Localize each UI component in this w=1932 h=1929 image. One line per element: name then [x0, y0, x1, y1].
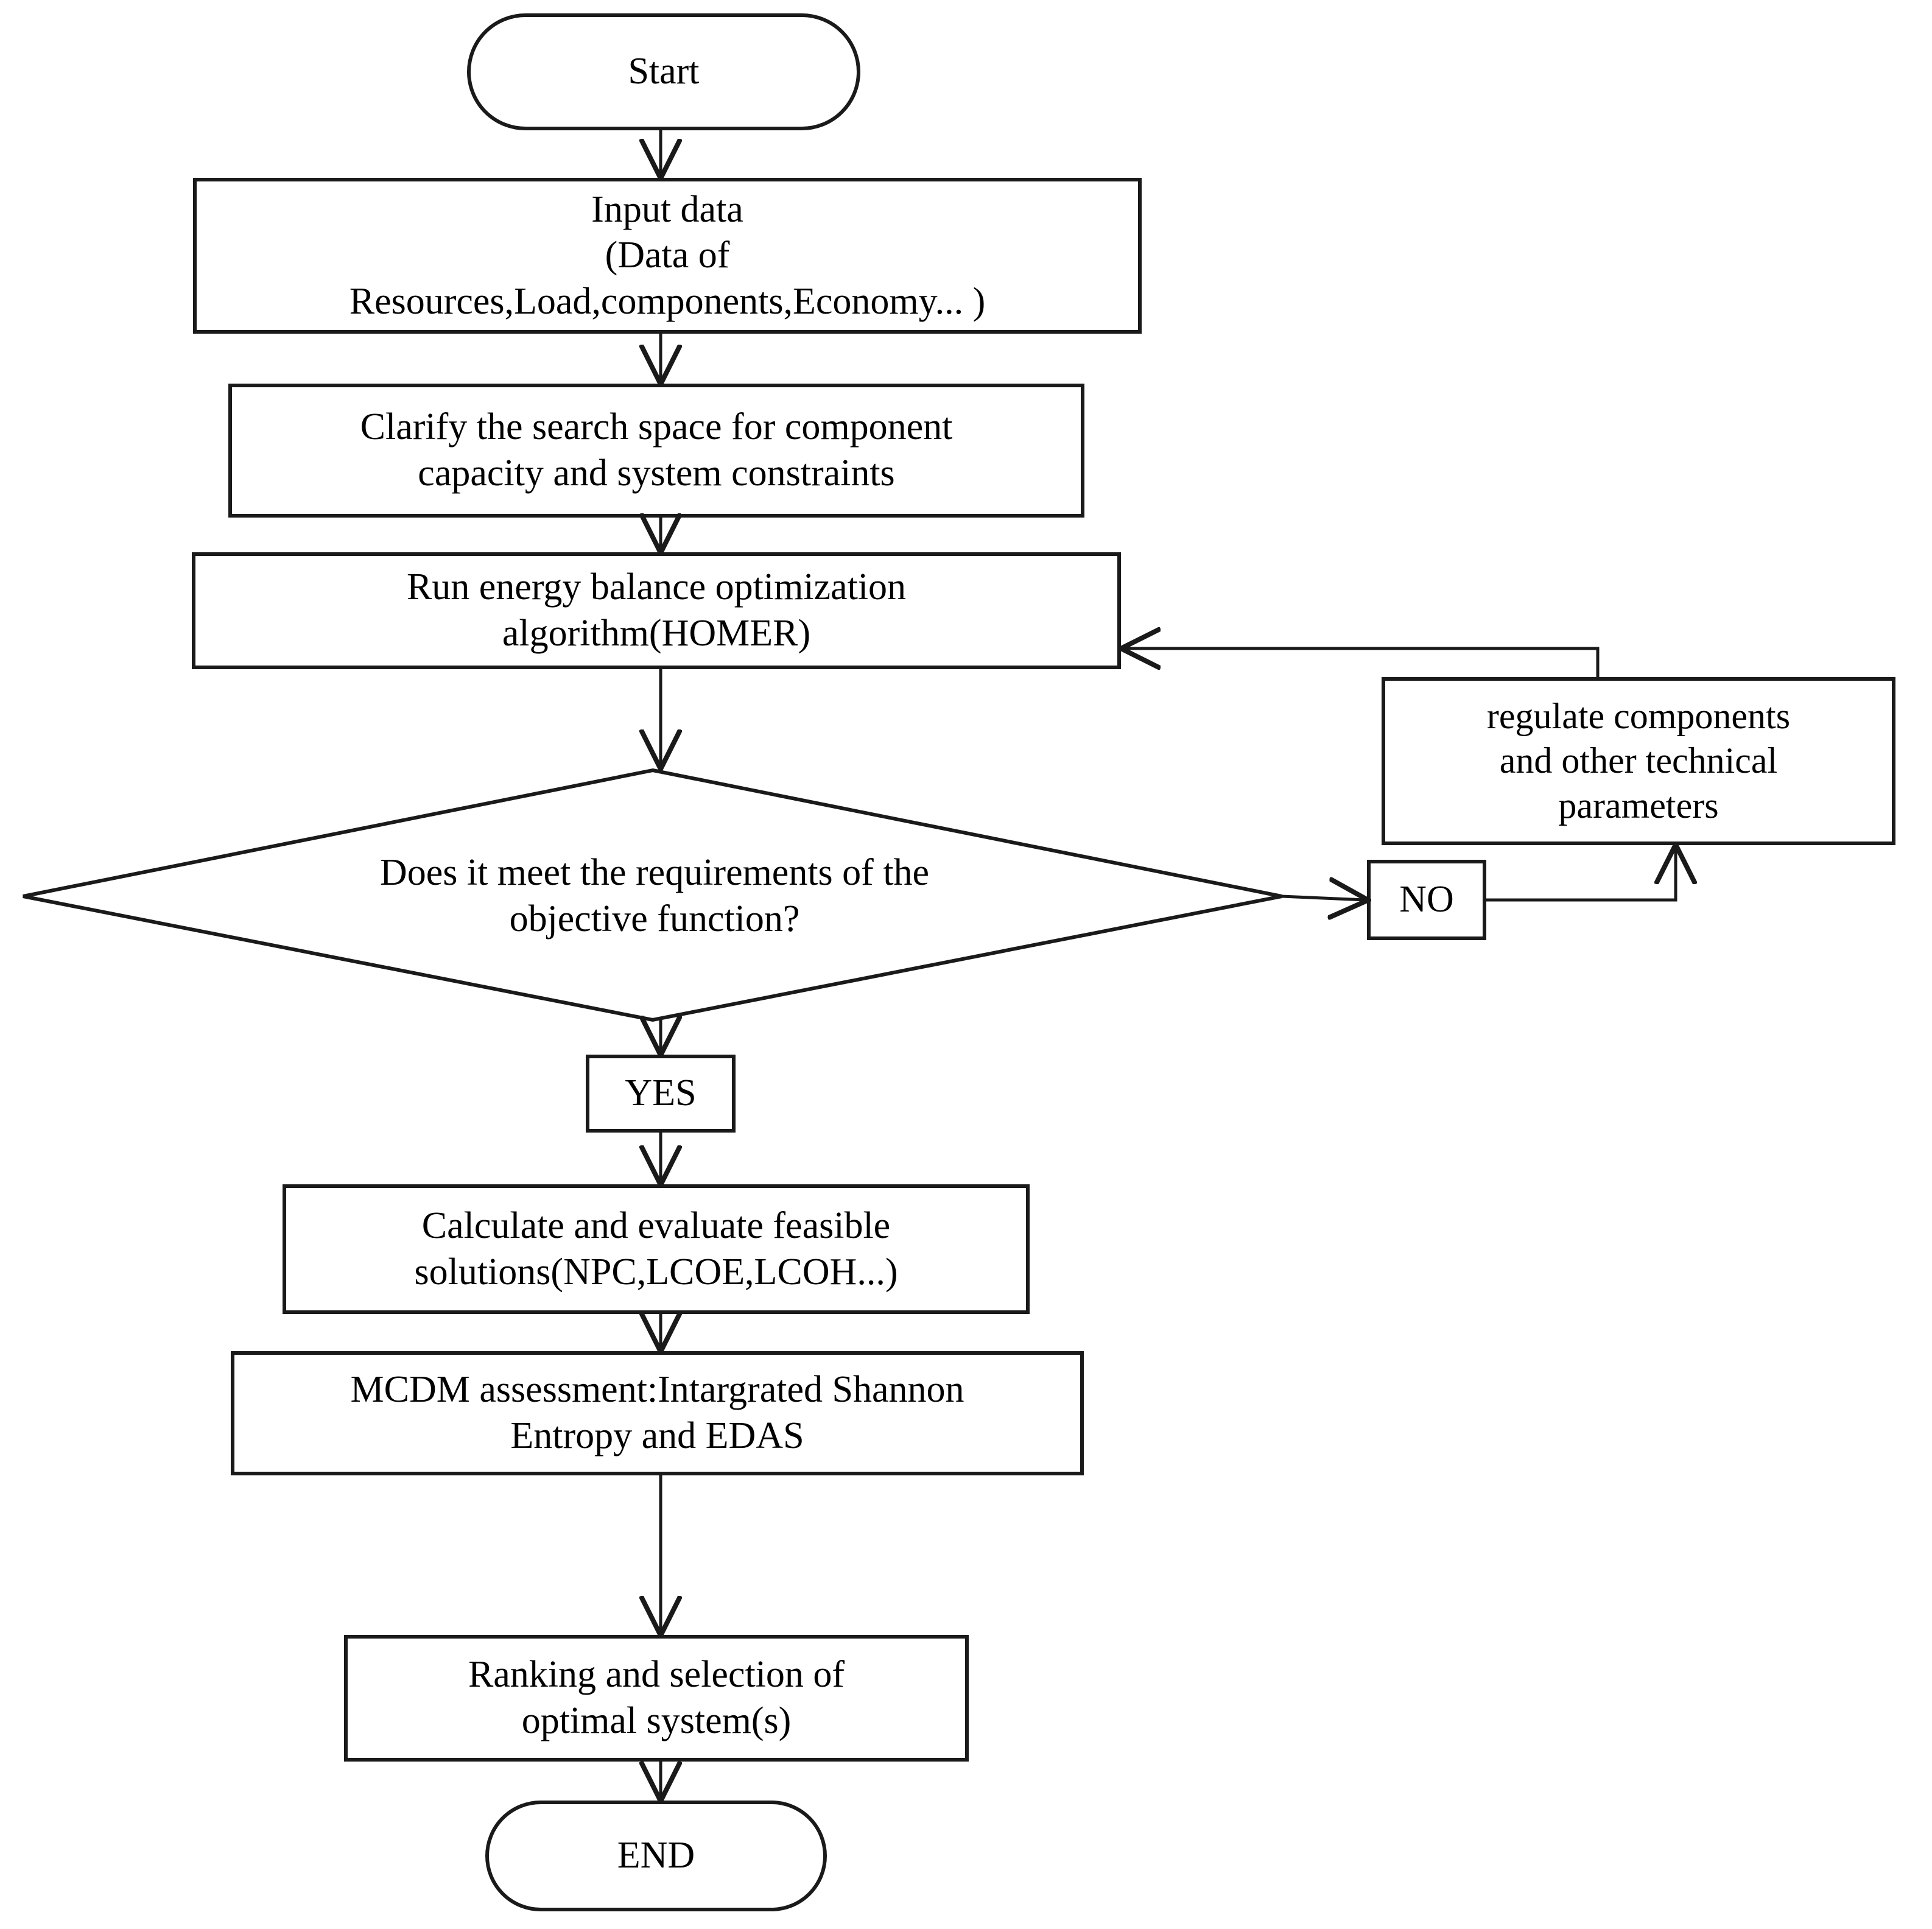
node-input-data-shape [193, 178, 1142, 334]
node-input-data[interactable] [195, 180, 1140, 332]
node-regulate-components[interactable] [1383, 679, 1894, 843]
node-mcdm-assessment-shape [231, 1351, 1084, 1475]
node-run-energy-balance[interactable] [194, 554, 1119, 667]
node-ranking-selection[interactable] [346, 1637, 967, 1760]
edge-no-to-regulate [1484, 848, 1676, 902]
node-end[interactable] [487, 1802, 825, 1910]
node-no-label-shape [1367, 860, 1486, 940]
edge-decision-to-no [1281, 896, 1365, 900]
edge-regulate-to-run-energy [1124, 648, 1600, 679]
node-mcdm-assessment[interactable] [233, 1353, 1082, 1474]
node-run-energy-balance-shape [192, 552, 1121, 669]
node-yes-label[interactable] [588, 1056, 734, 1131]
node-no-label[interactable] [1369, 862, 1484, 938]
node-calculate-evaluate-shape [283, 1184, 1030, 1314]
node-objective-decision[interactable] [23, 770, 1282, 1020]
node-clarify-search-space[interactable] [230, 385, 1083, 516]
node-regulate-components-shape [1382, 677, 1895, 845]
node-calculate-evaluate[interactable] [284, 1186, 1028, 1312]
node-ranking-selection-shape [344, 1635, 969, 1762]
node-start[interactable] [469, 15, 859, 128]
node-start-shape [467, 13, 860, 130]
